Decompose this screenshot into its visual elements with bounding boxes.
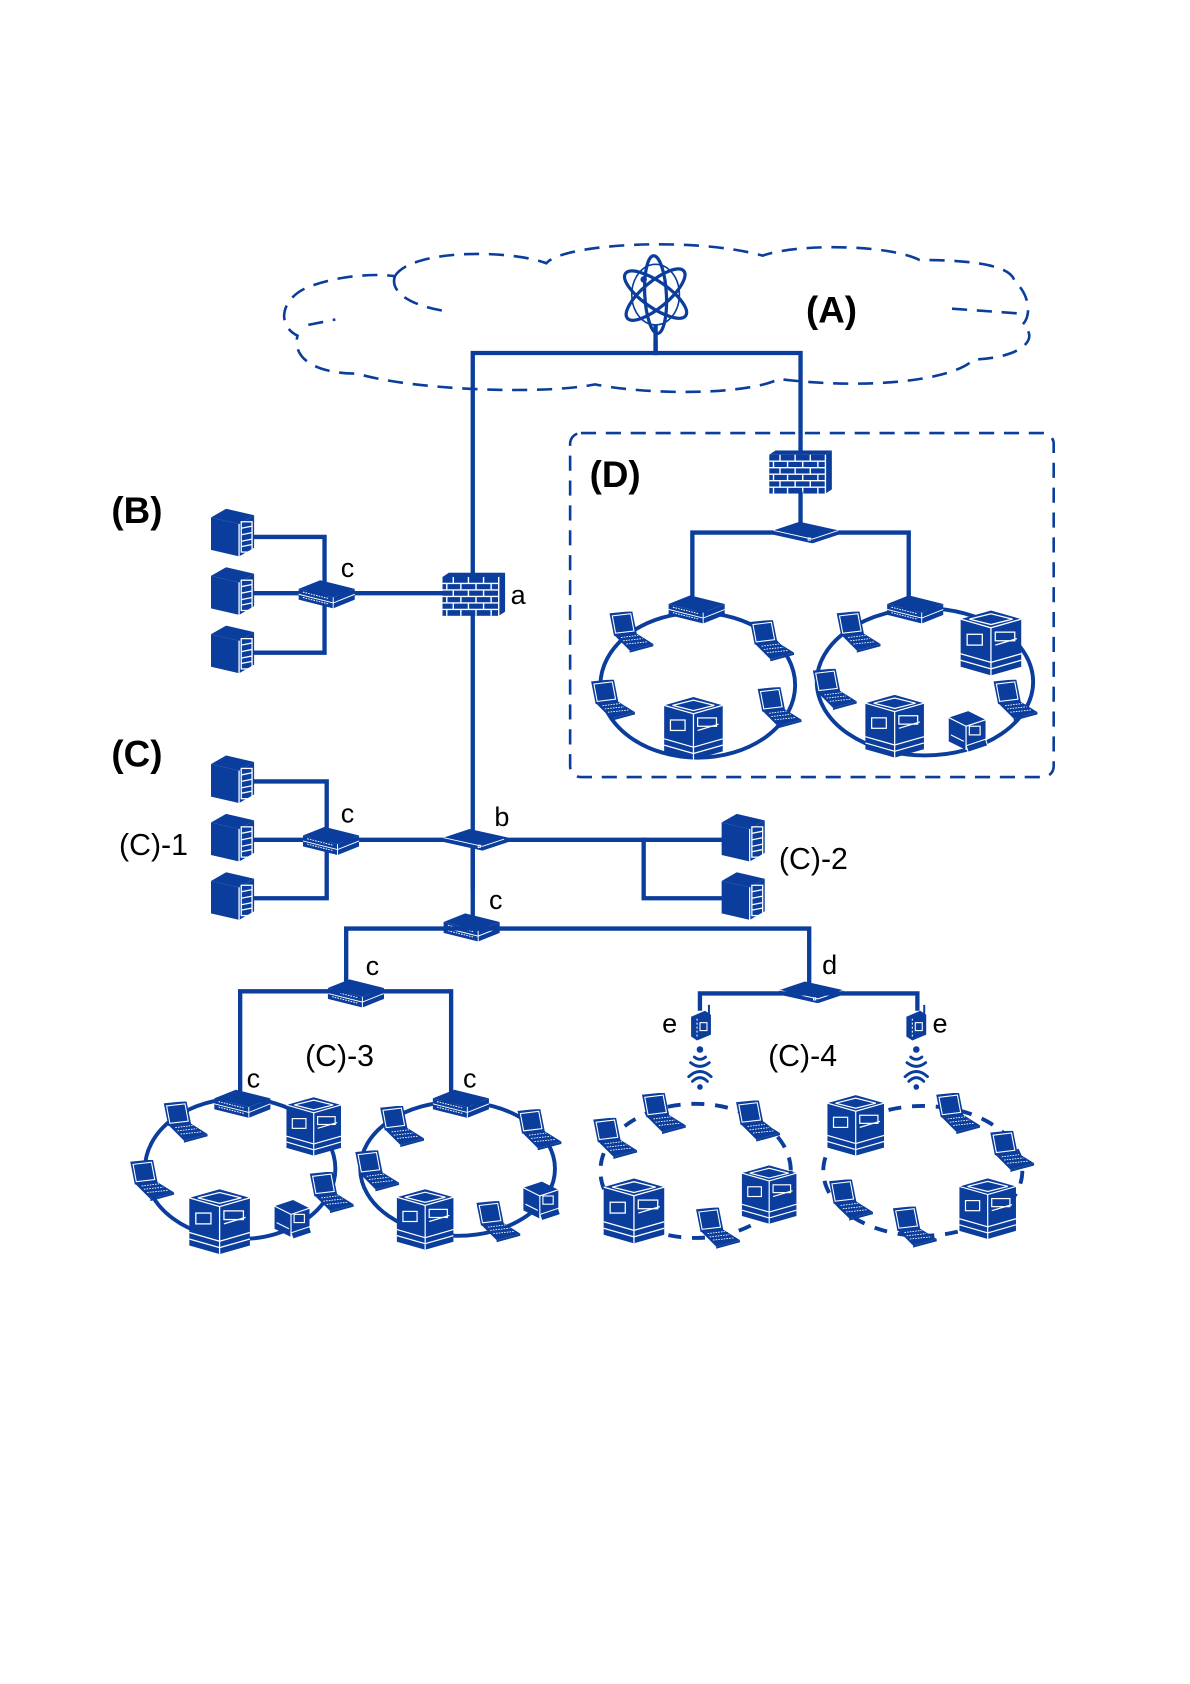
printer-icon xyxy=(827,1095,884,1156)
router-icon xyxy=(444,829,509,851)
laptop-icon xyxy=(751,620,794,661)
server-icon xyxy=(722,872,765,920)
device-label-c: c xyxy=(463,1064,477,1094)
device-label-c: c xyxy=(489,885,503,915)
laptop-icon xyxy=(697,1208,740,1249)
laptop-icon xyxy=(894,1207,937,1248)
laptop-icon xyxy=(830,1180,873,1221)
globe-icon xyxy=(618,255,693,353)
switch-icon xyxy=(328,979,384,1007)
printer-icon xyxy=(961,610,1022,675)
fax-icon xyxy=(949,711,988,752)
device-label-c: c xyxy=(366,951,380,981)
server-icon xyxy=(211,755,254,803)
laptop-icon xyxy=(592,680,635,721)
switch-icon xyxy=(887,595,943,623)
printer-icon xyxy=(397,1189,454,1250)
printer-icon xyxy=(189,1189,250,1254)
region-label-b: (B) xyxy=(111,490,162,531)
switch-icon xyxy=(303,827,359,855)
server-icon xyxy=(211,567,254,615)
printer-icon xyxy=(664,697,723,760)
laptop-icon xyxy=(518,1109,561,1150)
laptop-icon xyxy=(937,1093,980,1134)
device-label-e: e xyxy=(933,1008,948,1038)
firewall-icon xyxy=(769,450,832,493)
internet-cloud xyxy=(284,244,1029,392)
server-icon xyxy=(211,626,254,674)
server-icon xyxy=(211,814,254,862)
device-label-d: d xyxy=(822,950,837,980)
region-label-c4: (C)-4 xyxy=(768,1040,837,1073)
laptop-icon xyxy=(643,1093,686,1134)
wifi-icon xyxy=(905,1048,928,1090)
printer-icon xyxy=(959,1178,1016,1239)
device-label-c: c xyxy=(247,1064,261,1094)
backbone-wires xyxy=(473,342,801,887)
region-label-c3: (C)-3 xyxy=(305,1040,374,1073)
firewall-icon xyxy=(442,573,505,616)
switch-icon xyxy=(214,1090,270,1118)
region-label-c2: (C)-2 xyxy=(779,843,848,876)
printer-icon xyxy=(742,1165,797,1223)
switch-icon xyxy=(433,1090,489,1118)
device-label-b: b xyxy=(494,802,509,832)
laptop-icon xyxy=(164,1102,207,1143)
printer-icon xyxy=(604,1178,665,1243)
region-label-a: (A) xyxy=(806,290,857,331)
server-icon xyxy=(722,814,765,862)
router-icon xyxy=(774,522,839,544)
switch-icon xyxy=(669,595,725,623)
device-label-a: a xyxy=(511,580,527,610)
laptop-icon xyxy=(991,1131,1034,1172)
laptop-icon xyxy=(131,1160,174,1201)
device-label-e: e xyxy=(662,1008,677,1038)
wifi-icon xyxy=(689,1048,712,1090)
printer-icon xyxy=(286,1097,341,1155)
laptop-icon xyxy=(381,1106,424,1147)
device-label-c: c xyxy=(341,553,355,583)
region-label-c: (C) xyxy=(111,733,162,774)
switch-icon xyxy=(299,580,355,608)
server-icon xyxy=(211,509,254,557)
printer-icon xyxy=(865,695,924,758)
device-label-c: c xyxy=(341,799,355,829)
region-label-c1: (C)-1 xyxy=(119,829,188,862)
server-icon xyxy=(211,872,254,920)
laptop-icon xyxy=(737,1101,780,1142)
laptop-icon xyxy=(310,1172,353,1213)
region-label-d: (D) xyxy=(590,454,641,495)
